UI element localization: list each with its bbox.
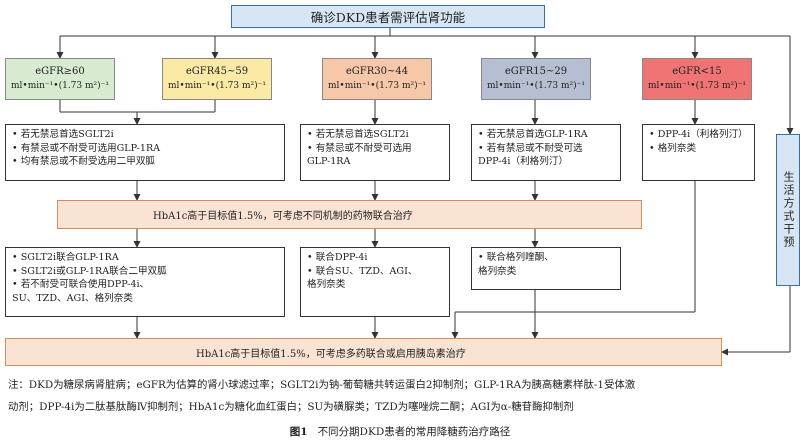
figure-caption: 图1 不同分期DKD患者的常用降糖药治疗路径 bbox=[0, 424, 800, 439]
stage-label: eGFR45~59 bbox=[185, 66, 249, 77]
footnote-line-2: 动剂；DPP-4i为二肽基肽酶Ⅳ抑制剂；HbA1c为糖化血红蛋白；SU为磺脲类；… bbox=[8, 401, 574, 413]
list-item: • 若无禁忌首选SGLT2i bbox=[12, 129, 114, 140]
list-item: • 有禁忌或不耐受可选用 bbox=[307, 142, 412, 154]
list-item: 格列奈类 bbox=[307, 279, 346, 291]
list-item: DPP-4i（利格列汀） bbox=[478, 156, 569, 168]
list-item: • 有禁忌或不耐受可选用GLP-1RA bbox=[12, 142, 161, 154]
list-item: • DPP-4i（利格列汀） bbox=[649, 129, 748, 140]
first-line-box-egfr-15-29: • 若无禁忌首选GLP-1RA • 若有禁忌或不耐受可选 DPP-4i（利格列汀… bbox=[471, 124, 621, 181]
stage-label: eGFR15~29 bbox=[504, 66, 568, 77]
stage-unit: ml•min⁻¹•(1.73 m²)⁻¹ bbox=[647, 81, 747, 91]
second-line-box-egfr-15-29: • 联合格列喹酮、 格列奈类 bbox=[471, 247, 621, 290]
stage-unit: ml•min⁻¹•(1.73 m²)⁻¹ bbox=[167, 81, 267, 91]
banner-text: HbA1c高于目标值1.5%，可考虑不同机制的药物联合治疗 bbox=[153, 211, 413, 222]
header-text: 确诊DKD患者需评估肾功能 bbox=[310, 10, 466, 25]
figure-title: 不同分期DKD患者的常用降糖药治疗路径 bbox=[317, 426, 511, 438]
list-item: • 联合DPP-4i bbox=[307, 252, 368, 263]
second-line-box-egfr-30-44: • 联合DPP-4i • 联合SU、TZD、AGI、 格列奈类 bbox=[300, 247, 450, 317]
stage-unit: ml•min⁻¹•(1.73 m²)⁻¹ bbox=[486, 81, 586, 91]
stage-label: eGFR<15 bbox=[672, 66, 722, 77]
banner-text: HbA1c高于目标值1.5%，可考虑多药联合或启用胰岛素治疗 bbox=[196, 348, 466, 360]
list-item: GLP-1RA bbox=[307, 156, 351, 168]
list-item: • 联合格列喹酮、 bbox=[478, 252, 554, 263]
list-item: SU、TZD、AGI、格列奈类 bbox=[12, 292, 133, 304]
footnote-line-1: 注：DKD为糖尿病肾脏病；eGFR为估算的肾小球滤过率；SGLT2i为钠-葡萄糖… bbox=[8, 379, 636, 391]
stage-box-egfr-45-59: eGFR45~59 ml•min⁻¹•(1.73 m²)⁻¹ bbox=[162, 58, 272, 100]
list-item: • 联合SU、TZD、AGI、 bbox=[307, 265, 418, 277]
list-item: • 格列奈类 bbox=[649, 142, 697, 154]
stage-label: eGFR≥60 bbox=[35, 66, 85, 77]
list-item: • 若有禁忌或不耐受可选 bbox=[478, 142, 583, 154]
list-item: • SGLT2i联合GLP-1RA bbox=[12, 252, 119, 263]
stage-unit: ml•min⁻¹•(1.73 m²)⁻¹ bbox=[10, 81, 110, 91]
stage-box-egfr-60: eGFR≥60 ml•min⁻¹•(1.73 m²)⁻¹ bbox=[5, 58, 115, 100]
first-line-box-egfr-below-15: • DPP-4i（利格列汀） • 格列奈类 bbox=[642, 124, 755, 181]
list-item: 格列奈类 bbox=[478, 265, 517, 277]
list-item: • 若无禁忌首选GLP-1RA bbox=[478, 129, 588, 140]
stage-box-egfr-30-44: eGFR30~44 ml•min⁻¹•(1.73 m²)⁻¹ bbox=[322, 58, 432, 100]
insulin-therapy-banner: HbA1c高于目标值1.5%，可考虑多药联合或启用胰岛素治疗 bbox=[5, 338, 722, 366]
stage-box-egfr-15-29: eGFR15~29 ml•min⁻¹•(1.73 m²)⁻¹ bbox=[481, 58, 591, 100]
list-item: • 若无禁忌首选SGLT2i bbox=[307, 129, 409, 140]
figure-number: 图1 bbox=[289, 426, 308, 438]
header-box: 确诊DKD患者需评估肾功能 bbox=[231, 5, 545, 28]
lifestyle-intervention-bar: 生活方式干预 bbox=[776, 134, 800, 286]
stage-unit: ml•min⁻¹•(1.73 m²)⁻¹ bbox=[327, 81, 427, 91]
first-line-box-egfr-30-44: • 若无禁忌首选SGLT2i • 有禁忌或不耐受可选用 GLP-1RA bbox=[300, 124, 450, 181]
first-line-box-egfr-45-plus: • 若无禁忌首选SGLT2i • 有禁忌或不耐受可选用GLP-1RA • 均有禁… bbox=[5, 124, 285, 181]
list-item: • SGLT2i或GLP-1RA联合二甲双胍 bbox=[12, 265, 167, 277]
stage-box-egfr-below-15: eGFR<15 ml•min⁻¹•(1.73 m²)⁻¹ bbox=[642, 58, 752, 100]
combination-therapy-banner: HbA1c高于目标值1.5%，可考虑不同机制的药物联合治疗 bbox=[57, 200, 642, 229]
second-line-box-egfr-45-plus: • SGLT2i联合GLP-1RA • SGLT2i或GLP-1RA联合二甲双胍… bbox=[5, 247, 285, 317]
list-item: • 均有禁忌或不耐受选用二甲双胍 bbox=[12, 156, 156, 168]
lifestyle-label: 生活方式干预 bbox=[782, 171, 795, 249]
list-item: • 若不耐受可联合使用DPP-4i、 bbox=[12, 279, 150, 291]
stage-label: eGFR30~44 bbox=[345, 66, 409, 77]
